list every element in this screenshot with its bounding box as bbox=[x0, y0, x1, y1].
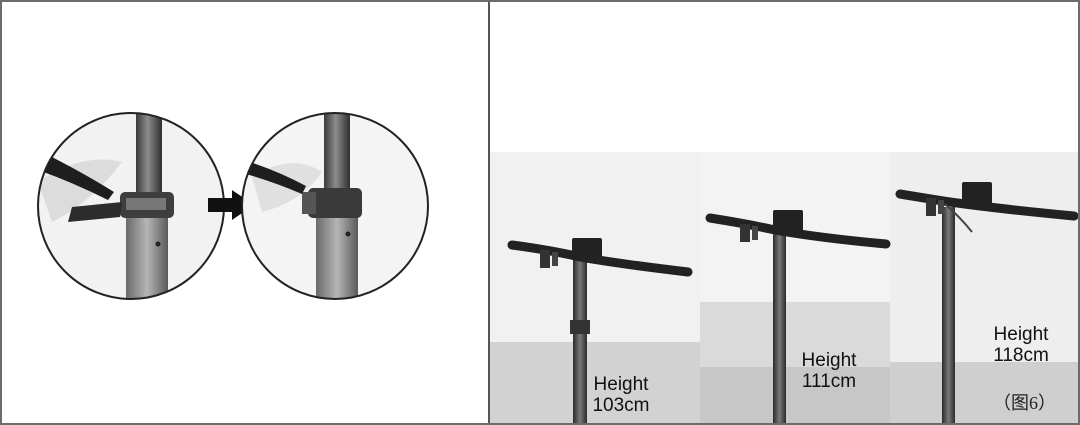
panel-divider bbox=[488, 2, 490, 423]
lever-illustration bbox=[37, 112, 429, 300]
handlebar-118 bbox=[895, 182, 1078, 423]
height-adjustment-panel: Height 103cm Height 111cm Height 118cm （… bbox=[490, 2, 1078, 423]
height-value: 118cm bbox=[993, 345, 1049, 366]
height-word: Height bbox=[801, 350, 857, 371]
height-value: 103cm bbox=[592, 395, 650, 416]
height-value: 111cm bbox=[801, 371, 857, 392]
handlebar-111 bbox=[705, 210, 891, 423]
lever-instruction-panel bbox=[2, 2, 488, 423]
height-label-103: Height 103cm bbox=[576, 374, 666, 416]
handlebar-103 bbox=[507, 238, 693, 423]
handlebar-heights-illustration bbox=[490, 152, 1078, 423]
height-label-118: Height 118cm bbox=[976, 324, 1066, 366]
height-label-111: Height 111cm bbox=[784, 350, 874, 392]
height-word: Height bbox=[993, 324, 1049, 345]
lever-closed-closeup bbox=[242, 113, 428, 299]
figure-label: （图6） bbox=[993, 393, 1056, 413]
height-word: Height bbox=[593, 374, 649, 395]
lever-open-closeup bbox=[38, 113, 224, 299]
